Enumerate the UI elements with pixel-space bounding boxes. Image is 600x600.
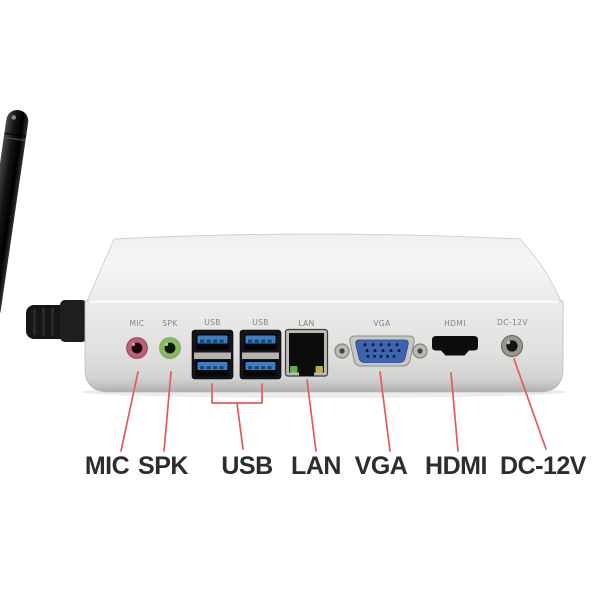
dc-power-jack <box>500 334 524 358</box>
hdmi-leader-line <box>450 372 459 452</box>
printed-label-vga: VGA <box>373 319 391 328</box>
hdmi-port <box>432 336 478 356</box>
dc-leader-line <box>513 358 547 450</box>
printed-label-usb-2: USB <box>252 318 269 327</box>
printed-label-lan: LAN <box>298 319 314 328</box>
wifi-antenna <box>0 109 87 342</box>
annotation-mic: MIC <box>85 452 130 480</box>
usb-port-stack-2 <box>239 329 282 380</box>
lan-port <box>284 328 329 377</box>
mic-leader-line <box>120 371 139 452</box>
lan-leader-line <box>306 379 317 452</box>
annotation-lan: LAN <box>291 452 341 480</box>
leader-lines <box>120 358 547 452</box>
antenna-hinge <box>26 300 87 342</box>
printed-label-dc12v: DC-12V <box>497 318 528 327</box>
chassis-top-face <box>86 233 562 302</box>
printed-label-spk: SPK <box>162 319 178 328</box>
vga-leader-line <box>379 371 391 452</box>
annotation-vga: VGA <box>355 452 408 480</box>
printed-label-usb-1: USB <box>204 318 221 327</box>
mic-port <box>125 336 149 360</box>
usb-leader-line <box>236 402 244 450</box>
annotation-hdmi: HDMI <box>425 452 487 480</box>
annotation-usb: USB <box>221 452 272 480</box>
vga-port <box>334 335 428 367</box>
usb-port-stack-1 <box>191 329 234 380</box>
annotation-dc12v: DC-12V <box>500 452 587 480</box>
spk-leader-line <box>163 371 172 452</box>
spk-port <box>158 336 182 360</box>
annotation-spk: SPK <box>138 452 188 480</box>
printed-label-mic: MIC <box>129 319 144 328</box>
printed-label-hdmi: HDMI <box>444 319 466 328</box>
